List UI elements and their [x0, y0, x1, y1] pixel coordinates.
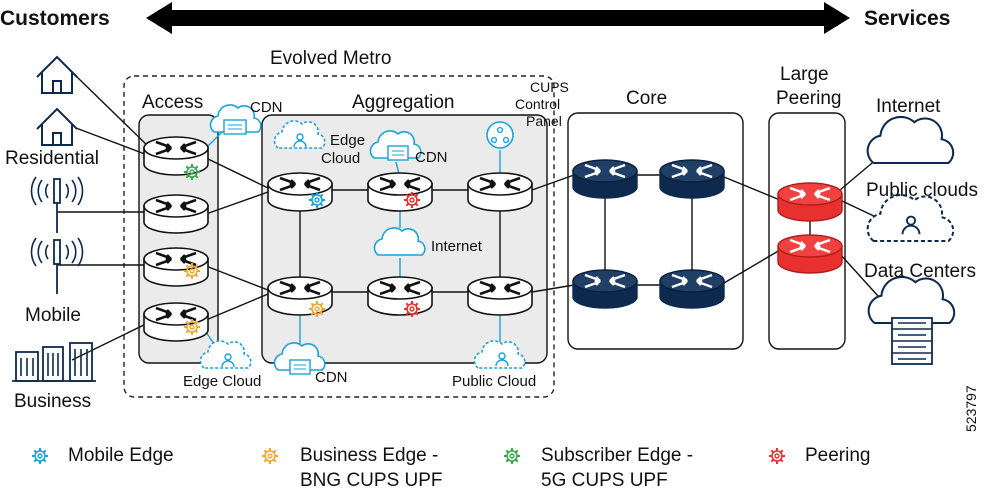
header-customers: Customers: [0, 7, 110, 30]
internet-agg-label: Internet: [431, 238, 482, 255]
links: [58, 75, 879, 361]
edge-cloud-icon-agg: [273, 120, 326, 149]
legend-subscriber-edge-2: 5G CUPS UPF: [541, 470, 668, 491]
figure-id: 523797: [963, 385, 979, 432]
public-cloud-icon-agg: [473, 340, 526, 369]
evolved-metro-label: Evolved Metro: [270, 48, 392, 69]
peering-router: [776, 181, 844, 223]
cell-tower-icon: [30, 237, 84, 295]
cdn-cloud-icon-agg: [369, 130, 422, 161]
aggregation-router: [366, 275, 434, 317]
core-router: [658, 268, 726, 310]
cdn-cloud-icon-bottom: [273, 342, 326, 375]
aggregation-label: Aggregation: [352, 92, 455, 113]
legend-peering: Peering: [805, 445, 871, 466]
legend-mobile-edge: Mobile Edge: [68, 445, 174, 466]
public-clouds-service-label: Public clouds: [866, 180, 978, 201]
peering-panel: [768, 112, 846, 350]
core-label: Core: [626, 88, 668, 109]
header-services: Services: [864, 7, 951, 30]
building-icon: [12, 342, 96, 382]
cups-label-1: CUPS: [530, 79, 569, 95]
residential-label: Residential: [5, 148, 99, 169]
public-cloud-label: Public Cloud: [452, 373, 537, 390]
cups-label-3: Panel: [526, 113, 562, 129]
access-label: Access: [142, 92, 204, 113]
edge-cloud-access-label: Edge Cloud: [183, 373, 262, 390]
legend-peering-gear-icon: [768, 447, 786, 465]
edge-cloud-icon-access: [199, 340, 252, 369]
customers-services-arrow: [146, 2, 850, 34]
cdn-bottom-label: CDN: [315, 369, 348, 386]
access-router: [142, 135, 210, 177]
core-router: [658, 158, 726, 200]
public-clouds-icon: [866, 193, 955, 243]
business-label: Business: [14, 391, 92, 412]
house-icon: [36, 56, 78, 94]
core-router: [571, 268, 639, 310]
peering-label-2: Peering: [776, 88, 842, 109]
data-center-icon: [867, 275, 956, 365]
house-icon: [36, 108, 78, 146]
edge-cloud-agg-label-2: Cloud: [321, 150, 361, 167]
peering-label-1: Large: [780, 64, 829, 85]
cups-label-2: Control: [515, 96, 561, 112]
edge-cloud-agg-label-1: Edge: [330, 132, 366, 149]
legend-business-edge-2: BNG CUPS UPF: [300, 470, 443, 491]
core-panel: [567, 112, 744, 350]
aggregation-router: [366, 171, 434, 213]
legend-subscriber-edge-1: Subscriber Edge -: [541, 445, 694, 466]
cell-tower-icon: [30, 176, 84, 234]
legend-subscriber-edge-gear-icon: [503, 447, 521, 465]
peering-router: [776, 233, 844, 275]
legend-business-edge-gear-icon: [261, 447, 279, 465]
legend-mobile-edge-gear-icon: [31, 447, 49, 465]
cdn-cloud-icon-access: [209, 104, 262, 135]
cups-control-icon: [486, 121, 514, 149]
access-router: [142, 246, 210, 288]
aggregation-router: [466, 171, 534, 213]
evolved-metro-box: [123, 75, 555, 398]
mobile-label: Mobile: [25, 305, 81, 326]
core-router: [571, 158, 639, 200]
data-centers-service-label: Data Centers: [864, 261, 976, 282]
cdn-access-label: CDN: [250, 99, 283, 116]
internet-cloud-icon: [866, 115, 955, 165]
access-router: [142, 193, 210, 235]
internet-service-label: Internet: [876, 96, 941, 117]
cdn-agg-label: CDN: [415, 149, 448, 166]
aggregation-router: [466, 275, 534, 317]
legend-business-edge-1: Business Edge -: [300, 445, 439, 466]
